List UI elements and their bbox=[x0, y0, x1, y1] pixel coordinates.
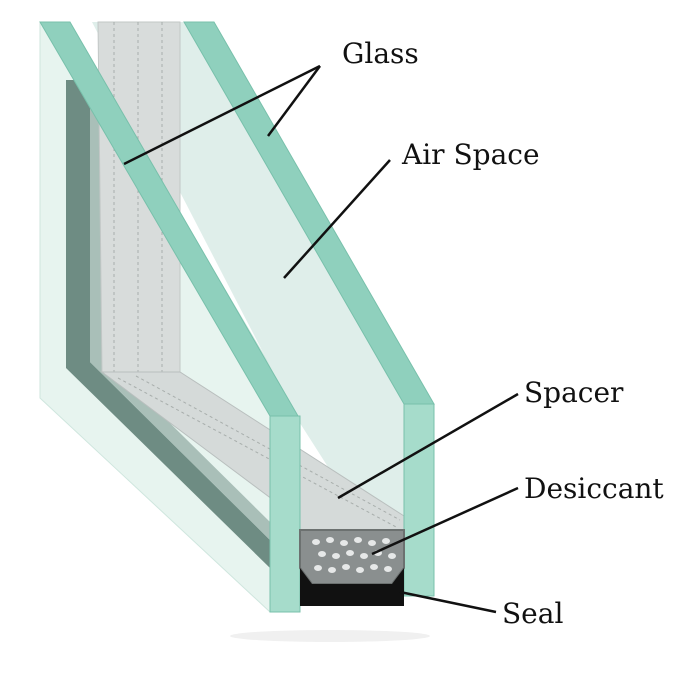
leader-glass-left bbox=[123, 64, 321, 166]
label-glass: Glass bbox=[342, 37, 419, 70]
leader-desiccant bbox=[371, 486, 519, 556]
leader-lines bbox=[123, 64, 519, 614]
back-pane-bevel bbox=[66, 80, 270, 568]
label-desiccant: Desiccant bbox=[524, 472, 664, 505]
leader-spacer bbox=[337, 392, 519, 500]
label-air-space: Air Space bbox=[401, 138, 540, 171]
glass-pane-outer-cut bbox=[403, 403, 435, 597]
label-spacer: Spacer bbox=[524, 376, 624, 409]
ground-shadow bbox=[230, 630, 430, 642]
label-seal: Seal bbox=[502, 597, 563, 630]
back-pane-bevel-light bbox=[90, 80, 270, 540]
leader-seal bbox=[399, 590, 497, 614]
spacer-bottom-groove-2 bbox=[135, 375, 401, 521]
glass-pane-inner-cut bbox=[269, 415, 301, 613]
seal-black bbox=[300, 568, 404, 606]
leader-glass-right bbox=[266, 65, 322, 137]
desiccant-beads bbox=[312, 537, 396, 573]
leader-air-space bbox=[283, 159, 391, 279]
spacer-bottom-groove-1 bbox=[117, 377, 399, 529]
